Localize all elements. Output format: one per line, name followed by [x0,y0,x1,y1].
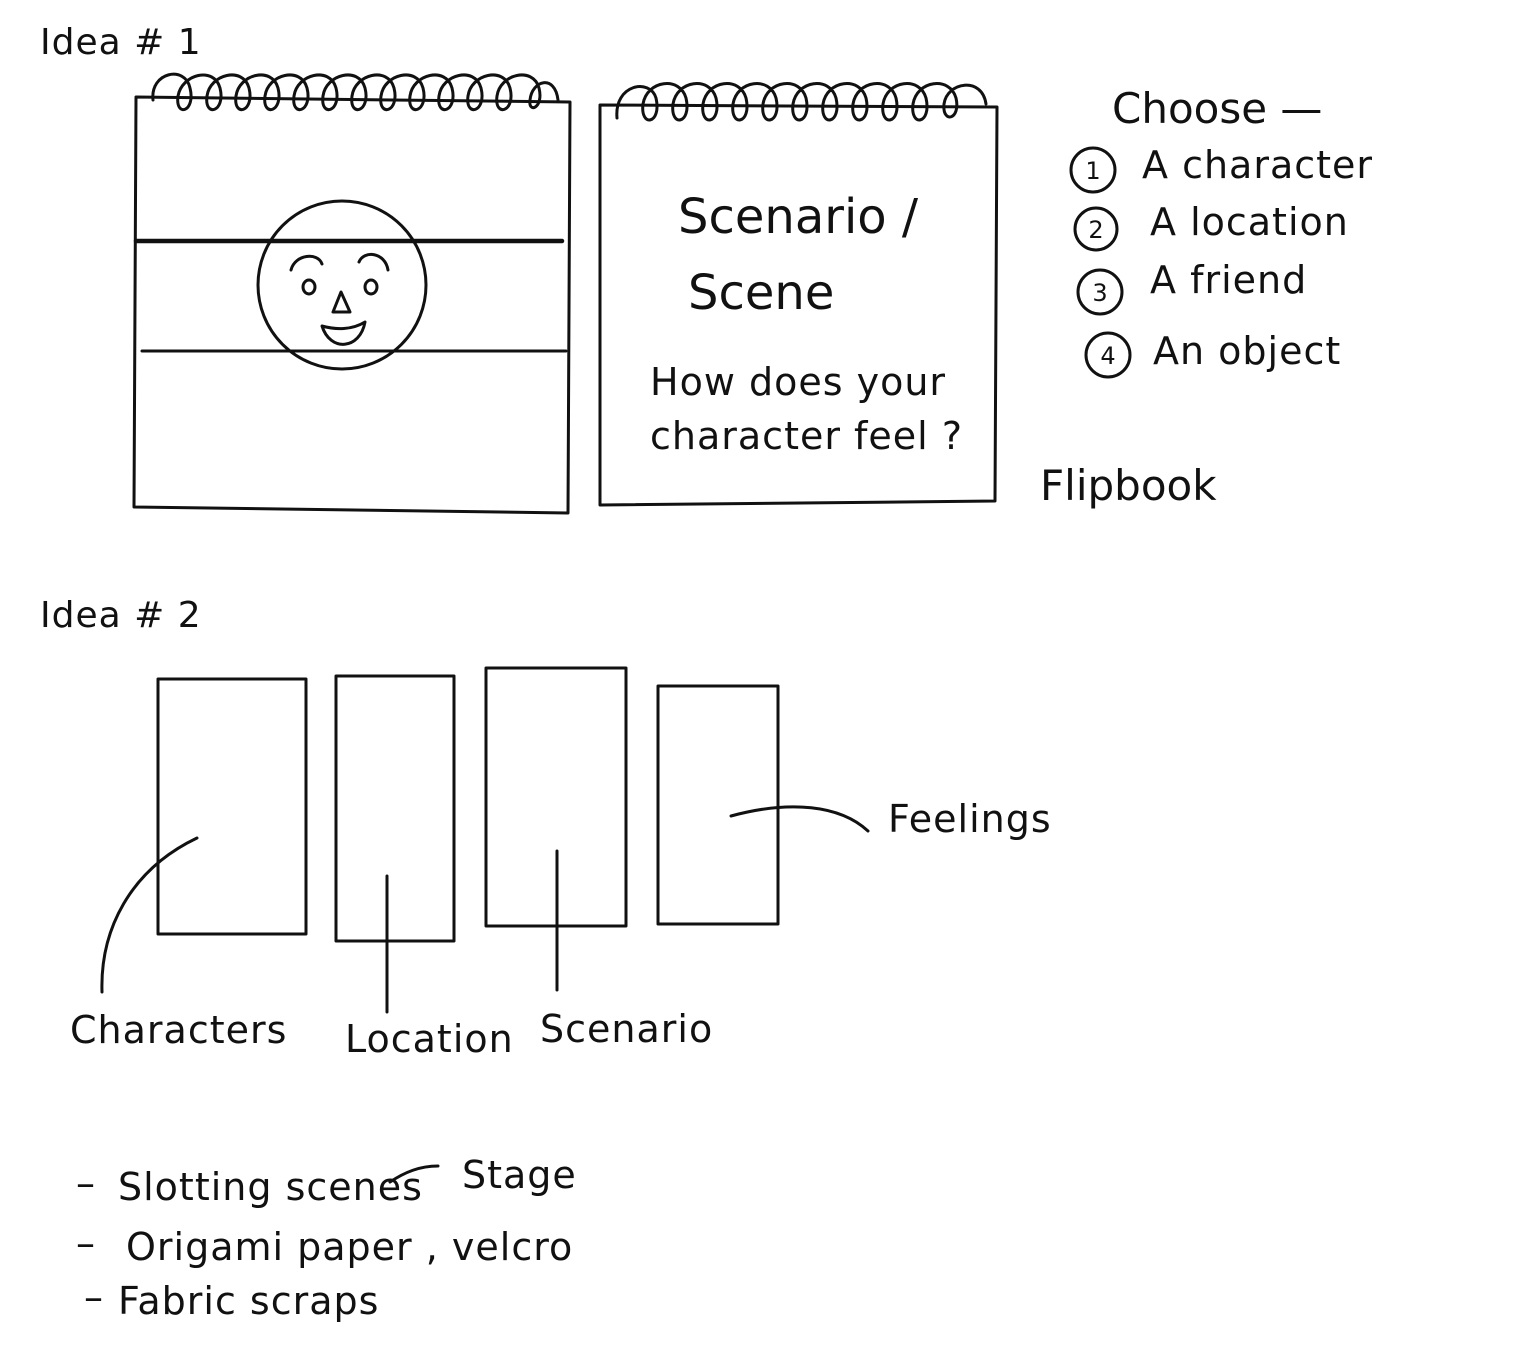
choice-number: 4 [1100,342,1115,370]
choice-label: An object [1153,329,1341,373]
notes-list: – Slotting scenes Stage – Origami paper … [76,1153,577,1323]
notepad-scenario-frame [598,103,999,507]
notepad-scenario-title-line1: Scenario / [678,189,919,245]
notepad-character [132,72,572,515]
choice-label: A location [1150,200,1349,244]
card-label-scenario: Scenario [540,1007,713,1051]
choice-number: 3 [1092,279,1107,307]
note-bullet: – [84,1275,104,1319]
card-label-location: Location [345,1017,514,1061]
notepad-scenario: Scenario / Scene How does your character… [598,82,999,507]
card-label-feelings: Feelings [888,797,1052,841]
card-feelings [656,684,780,926]
choice-item-3: 3 A friend [1076,258,1307,316]
leader-line-characters [100,836,199,994]
flipbook-label: Flipbook [1040,461,1217,510]
card-location [334,674,456,943]
card-label-characters: Characters [70,1008,287,1052]
number-badge-icon [1073,206,1119,252]
note-bullet: – [76,1161,96,1205]
notepad-character-frame [132,95,572,515]
number-badge-icon [1084,331,1132,379]
card-set [156,666,780,943]
note-text: Slotting scenes [118,1165,423,1209]
note-item: – Fabric scraps [84,1275,379,1323]
choice-item-2: 2 A location [1073,200,1349,252]
choice-label: A friend [1150,258,1307,302]
note-item: – Origami paper , velcro [76,1221,573,1269]
connector-dash [388,1164,440,1184]
note-item: – Slotting scenes [76,1161,423,1209]
choice-label: A character [1142,143,1373,187]
notepad-character-spiral [151,72,560,112]
choice-number: 1 [1085,157,1100,185]
smiley-face-icon [256,199,428,371]
idea1-heading: Idea # 1 [40,22,202,63]
idea2-heading: Idea # 2 [40,595,202,636]
notepad-scenario-spiral [615,82,988,122]
number-badge-icon [1076,268,1124,316]
card-characters [156,677,308,936]
choose-list: Choose — 1 A character 2 A location 3 A … [1069,84,1373,379]
note-text: Fabric scraps [118,1279,379,1323]
note-bullet: – [76,1221,96,1265]
notepad-scenario-question-line1: How does your [650,360,946,404]
choice-item-4: 4 An object [1084,329,1341,379]
choice-item-1: 1 A character [1069,143,1373,194]
leader-line-feelings [729,805,870,833]
choose-heading: Choose — [1112,84,1322,133]
note-text: Origami paper , velcro [126,1225,573,1269]
stage-label: Stage [462,1153,577,1197]
notepad-scenario-title-line2: Scene [688,265,834,321]
number-badge-icon [1069,146,1117,194]
choice-number: 2 [1088,216,1103,244]
notepad-scenario-question-line2: character feel ? [650,414,963,458]
